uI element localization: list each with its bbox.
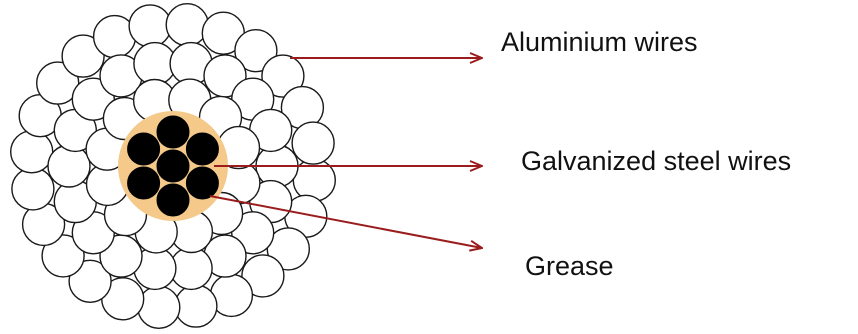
steel-wire bbox=[155, 148, 191, 184]
steel-wire bbox=[184, 131, 220, 167]
galvanized-steel-wires-label: Galvanized steel wires bbox=[521, 146, 792, 176]
steel-wire bbox=[126, 165, 162, 201]
aluminium-wire bbox=[128, 4, 172, 48]
aluminium-wire bbox=[261, 54, 305, 98]
steel-wire bbox=[184, 165, 220, 201]
aluminium-wires-label: Aluminium wires bbox=[501, 27, 698, 57]
galvanized-steel-core bbox=[126, 114, 220, 218]
aluminium-wires-outer-layer bbox=[10, 3, 336, 329]
aluminium-wire bbox=[41, 234, 85, 278]
aluminium-wire bbox=[68, 259, 112, 303]
steel-wire bbox=[126, 131, 162, 167]
aluminium-wires-middle-layer bbox=[47, 41, 299, 291]
steel-wire bbox=[155, 114, 191, 150]
grease-arrow bbox=[209, 195, 482, 248]
steel-wire bbox=[155, 182, 191, 218]
grease-label: Grease bbox=[525, 251, 614, 281]
aluminium-wire bbox=[61, 34, 105, 78]
aluminium-wire bbox=[165, 3, 209, 47]
aluminium-wire bbox=[10, 130, 54, 174]
aluminium-wire bbox=[137, 285, 181, 329]
aluminium-wire bbox=[36, 61, 80, 105]
aluminium-wire bbox=[174, 284, 218, 328]
leader-arrows bbox=[209, 58, 482, 248]
aluminium-wire bbox=[234, 29, 278, 73]
aluminium-wire bbox=[291, 121, 335, 165]
aluminium-wire bbox=[266, 227, 310, 271]
aluminium-wire bbox=[47, 144, 91, 188]
aluminium-wire bbox=[11, 167, 55, 211]
aluminium-wire bbox=[241, 254, 285, 298]
